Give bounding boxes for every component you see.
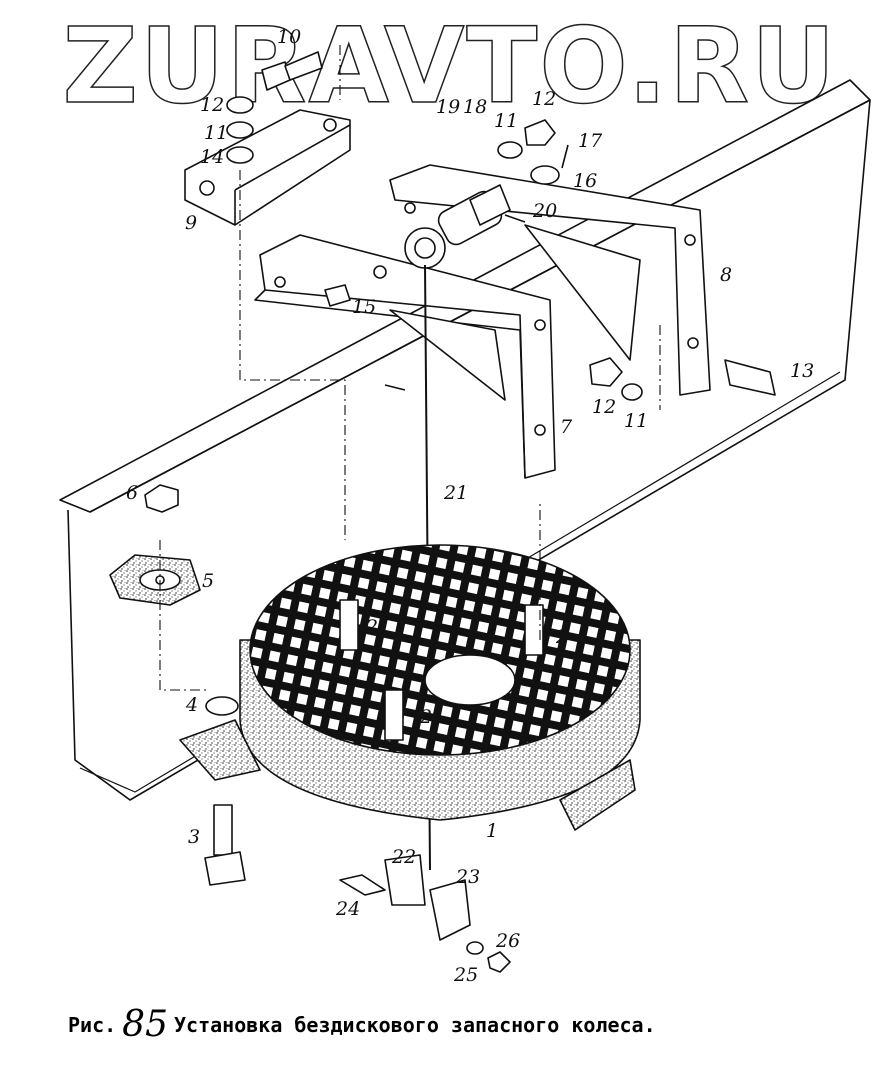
callout-16: 16 — [573, 170, 598, 192]
callout-11-top: 11 — [494, 110, 519, 132]
callout-2-center: 2 — [420, 706, 433, 728]
bracket-8 — [390, 165, 710, 395]
callout-17: 17 — [578, 130, 603, 152]
clamp-5 — [110, 555, 200, 605]
washer-25 — [467, 942, 483, 954]
bolt-13 — [725, 360, 775, 395]
callout-21: 21 — [444, 482, 469, 504]
washer-11 — [227, 122, 253, 138]
callout-9: 9 — [185, 212, 198, 234]
callout-4: 4 — [186, 694, 199, 716]
washer-11-top — [498, 142, 522, 158]
callout-24: 24 — [336, 898, 361, 920]
pin-17 — [562, 145, 568, 168]
callout-8: 8 — [720, 264, 733, 286]
callout-6: 6 — [126, 482, 139, 504]
washer-14 — [227, 147, 253, 163]
callout-19: 19 — [436, 96, 461, 118]
washer-4 — [206, 697, 238, 715]
bolt-24 — [340, 875, 385, 895]
washer-11-right — [622, 384, 642, 400]
callout-11: 11 — [204, 122, 229, 144]
watermark: ZURAVTO.RU — [62, 5, 838, 127]
washer-12 — [227, 97, 253, 113]
callout-7: 7 — [560, 416, 573, 438]
nut-6 — [145, 485, 178, 512]
exploded-assembly-drawing — [0, 0, 892, 1000]
clamp-9 — [185, 110, 350, 225]
callout-11-right: 11 — [624, 410, 649, 432]
bolt-3 — [205, 805, 245, 885]
callout-12-top: 12 — [532, 88, 557, 110]
callout-14: 14 — [200, 146, 225, 168]
bolt-10 — [262, 52, 322, 90]
callout-10: 10 — [277, 26, 302, 48]
bracket-22 — [385, 855, 425, 905]
callout-18: 18 — [463, 96, 488, 118]
washer-16 — [531, 166, 559, 184]
callout-22: 22 — [392, 846, 417, 868]
callout-23: 23 — [456, 866, 481, 888]
nut-26 — [488, 952, 510, 972]
nut-15 — [325, 285, 350, 306]
callout-3: 3 — [188, 826, 201, 848]
callout-2-right: 2 — [556, 626, 569, 648]
figure-number: 85 — [122, 1004, 168, 1045]
callout-13: 13 — [790, 360, 815, 382]
frame-rail-web — [68, 100, 870, 800]
callout-15: 15 — [352, 296, 377, 318]
callout-20: 20 — [533, 200, 558, 222]
nut-12-top — [525, 120, 555, 145]
callout-26: 26 — [496, 930, 521, 952]
callout-12: 12 — [200, 94, 225, 116]
callout-1: 1 — [486, 820, 499, 842]
spare-wheel-carrier-1 — [180, 545, 640, 830]
caption-prefix: Рис. — [68, 1013, 117, 1037]
callout-25: 25 — [454, 964, 479, 986]
caption-title: Установка бездискового запасного колеса. — [173, 1013, 656, 1037]
callout-2-left: 2 — [366, 616, 379, 638]
callout-12-right: 12 — [592, 396, 617, 418]
callout-5: 5 — [202, 570, 215, 592]
plate-23 — [430, 880, 470, 940]
nut-12-right — [590, 358, 622, 386]
winch-mechanism — [405, 185, 525, 268]
